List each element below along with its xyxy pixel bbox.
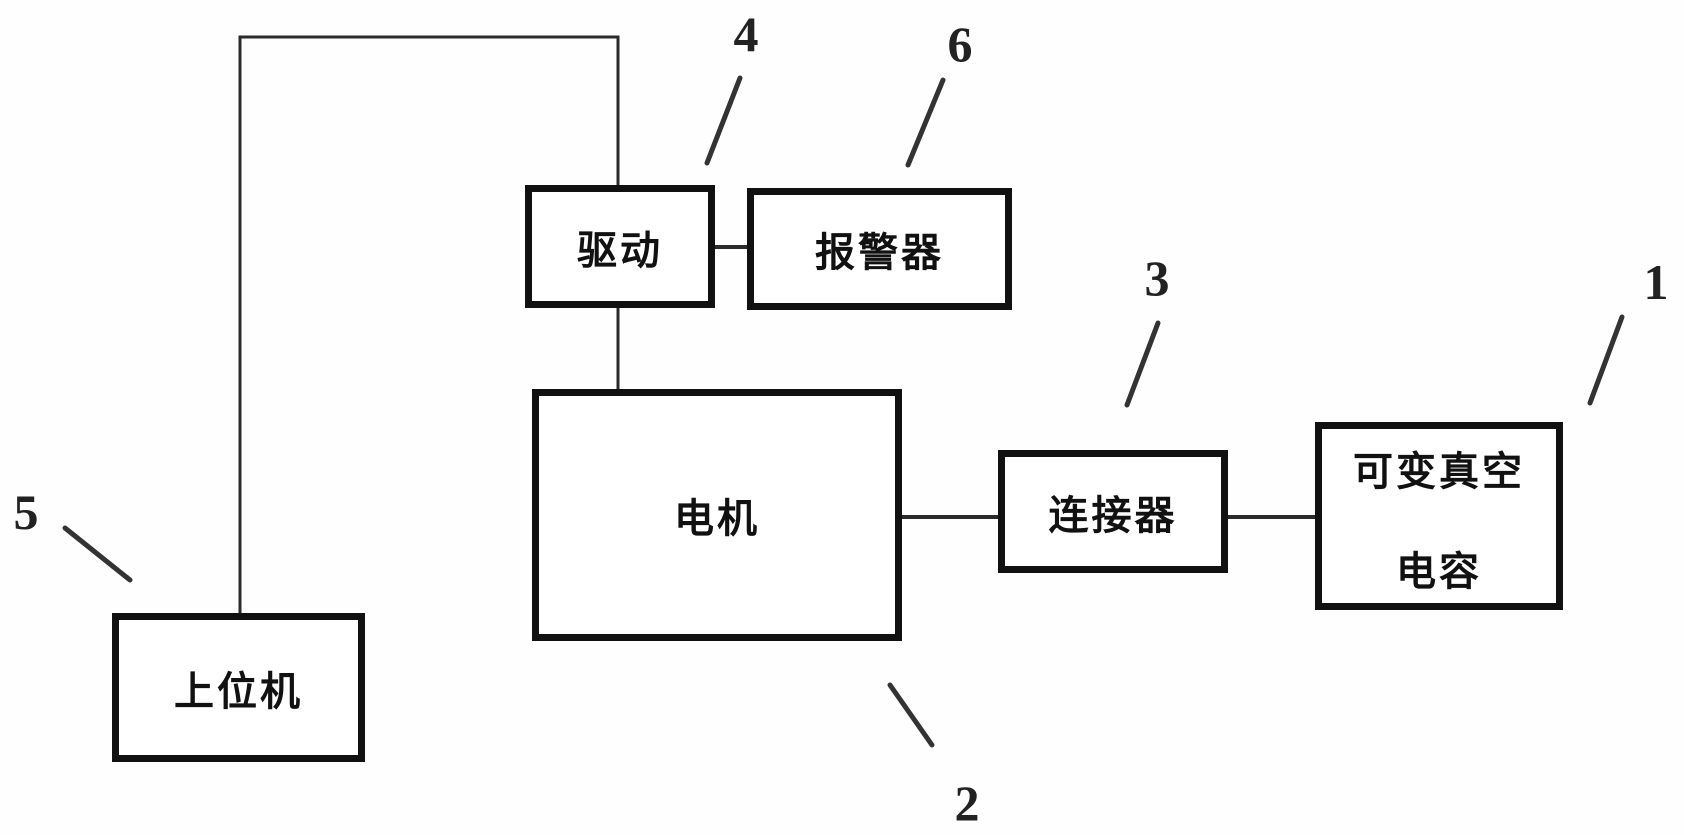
block-capacitor-label-line1: 可变真空 [1353, 450, 1525, 494]
ref-number-connector: 3 [1144, 250, 1170, 306]
block-host: 上位机 [112, 613, 365, 762]
block-drive-label: 驱动 [577, 228, 663, 273]
block-host-label: 上位机 [174, 669, 303, 714]
block-alarm-label: 报警器 [815, 231, 944, 275]
leader-line-ref-4 [704, 75, 743, 166]
block-alarm: 报警器 [747, 188, 1012, 310]
block-motor-label: 电机 [674, 497, 760, 541]
block-connector-label: 连接器 [1048, 493, 1178, 538]
ref-number-capacitor: 1 [1643, 254, 1669, 310]
leader-line-ref-3 [1124, 320, 1161, 408]
leader-line-ref-5 [62, 525, 133, 583]
ref-number-host: 5 [13, 484, 39, 540]
block-motor: 电机 [532, 389, 902, 641]
leader-line-ref-6 [905, 77, 946, 168]
block-drive: 驱动 [525, 185, 715, 308]
host-to-drive-line [238, 35, 620, 613]
ref-number-motor: 2 [954, 775, 980, 831]
ref-number-drive: 4 [733, 6, 759, 62]
block-capacitor-label-line2: 电容 [1396, 550, 1482, 594]
leader-line-ref-1 [1587, 314, 1625, 406]
leader-line-ref-2 [887, 682, 935, 748]
block-connector: 连接器 [998, 450, 1228, 573]
ref-number-alarm: 6 [947, 16, 973, 72]
block-capacitor: 可变真空 电容 [1315, 422, 1563, 610]
